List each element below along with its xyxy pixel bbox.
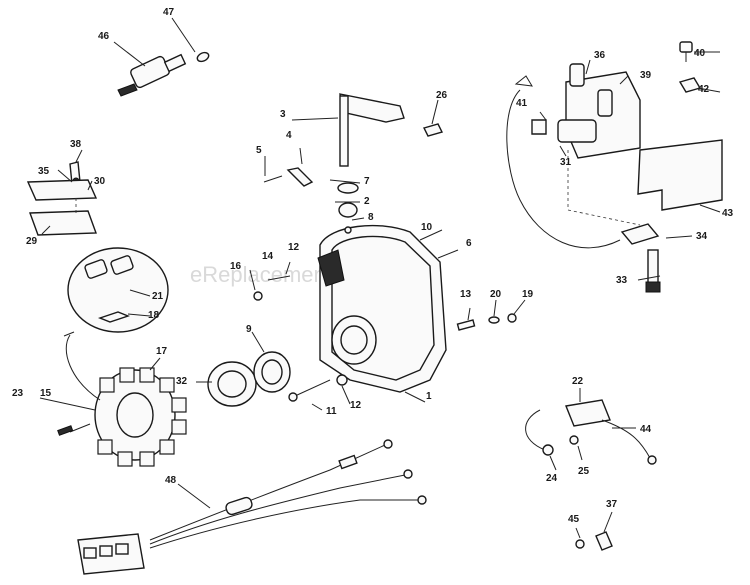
- terminal-detail-circle: [67, 247, 169, 333]
- label-5: 5: [256, 145, 262, 156]
- label-29: 29: [26, 236, 38, 247]
- label-7: 7: [364, 176, 370, 187]
- ignition-coil-part: [506, 59, 723, 293]
- clip-part: [678, 41, 721, 93]
- label-34: 34: [696, 231, 708, 242]
- label-2: 2: [364, 196, 370, 207]
- label-38: 38: [70, 139, 82, 150]
- fastener-parts: [249, 249, 526, 411]
- rectifier-module-part: [525, 388, 657, 471]
- governor-linkage-part: [263, 93, 444, 234]
- label-48: 48: [165, 475, 177, 486]
- label-8: 8: [368, 212, 374, 223]
- label-36: 36: [594, 50, 606, 61]
- label-42: 42: [698, 84, 710, 95]
- label-20: 20: [490, 289, 502, 300]
- label-43: 43: [722, 208, 734, 219]
- label-9: 9: [246, 324, 252, 335]
- label-31: 31: [560, 157, 572, 168]
- label-30: 30: [94, 176, 106, 187]
- label-39: 39: [640, 70, 652, 81]
- label-47: 47: [163, 7, 175, 18]
- label-21: 21: [152, 291, 164, 302]
- label-10: 10: [421, 222, 433, 233]
- switch-plate-assembly: [26, 149, 98, 236]
- label-46: 46: [98, 31, 110, 42]
- label-26: 26: [436, 90, 448, 101]
- bearing-part: [196, 331, 291, 407]
- label-35: 35: [38, 166, 50, 177]
- label-24: 24: [546, 473, 558, 484]
- label-11: 11: [326, 406, 337, 417]
- label-4: 4: [286, 130, 292, 141]
- label-1: 1: [426, 391, 432, 402]
- label-14: 14: [262, 251, 274, 262]
- label-19: 19: [522, 289, 534, 300]
- label-3: 3: [280, 109, 286, 120]
- label-23: 23: [12, 388, 24, 399]
- label-13: 13: [460, 289, 472, 300]
- label-33: 33: [616, 275, 628, 286]
- label-16: 16: [230, 261, 242, 272]
- crankcase-cover-part: [317, 224, 447, 403]
- part-number-labels: 47 46 38 35 30 29 21 18 17 23 15 32 9 48…: [12, 7, 734, 525]
- label-44: 44: [640, 424, 652, 435]
- label-32: 32: [176, 376, 188, 387]
- label-41: 41: [516, 98, 528, 109]
- ground-clip-part: [575, 511, 613, 551]
- stator-part: [39, 331, 187, 467]
- label-40: 40: [694, 48, 706, 59]
- label-15: 15: [40, 388, 52, 399]
- label-12b: 12: [350, 400, 362, 411]
- label-12a: 12: [288, 242, 300, 253]
- sensor-switch-part: [113, 17, 210, 97]
- label-18: 18: [148, 310, 160, 321]
- label-37: 37: [606, 499, 618, 510]
- label-45: 45: [568, 514, 580, 525]
- label-25: 25: [578, 466, 590, 477]
- label-6: 6: [466, 238, 472, 249]
- wiring-harness-part: [77, 439, 427, 575]
- label-17: 17: [156, 346, 168, 357]
- label-22: 22: [572, 376, 584, 387]
